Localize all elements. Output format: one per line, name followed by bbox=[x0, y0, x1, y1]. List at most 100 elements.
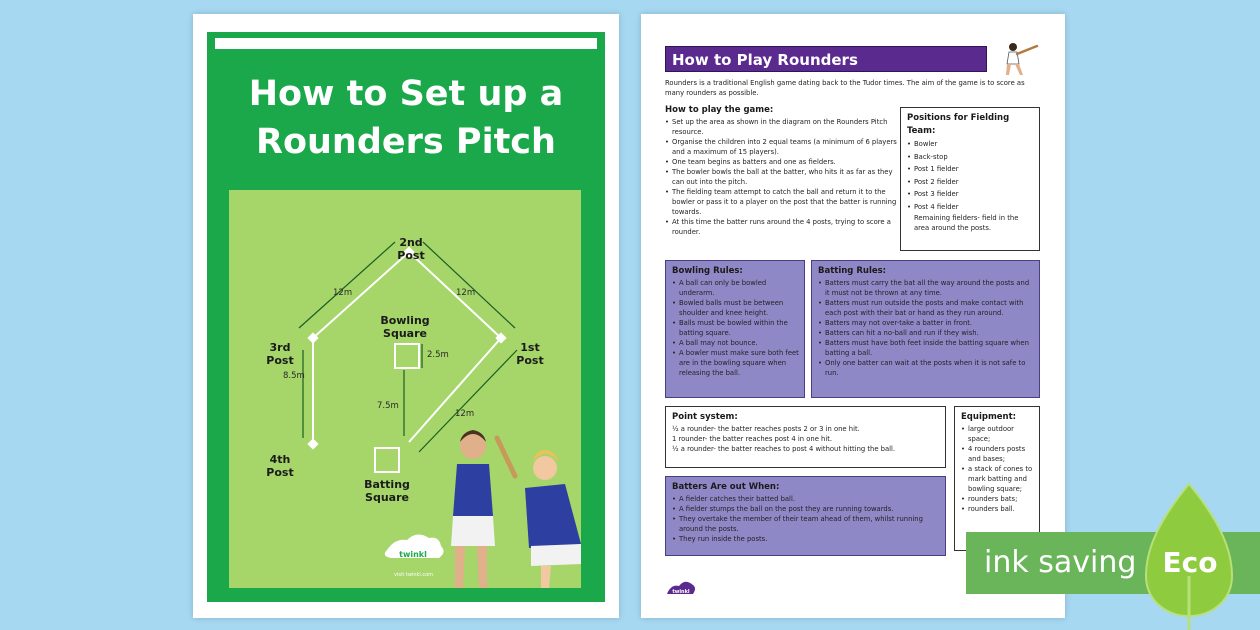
out-when-list: A fielder catches their batted ball. A f… bbox=[672, 494, 940, 544]
list-item: Batters must run outside the posts and m… bbox=[818, 298, 1034, 318]
twinkl-url: visit twinkl.com bbox=[394, 572, 434, 578]
bowling-rules-content: Bowling Rules: A ball can only be bowled… bbox=[672, 265, 799, 378]
out-when-heading: Batters Are out When: bbox=[672, 482, 780, 492]
dim-bowl-square: 2.5m bbox=[427, 350, 449, 360]
list-item: A ball can only be bowled underarm. bbox=[672, 278, 799, 298]
list-item: A fielder catches their batted ball. bbox=[672, 494, 940, 504]
equipment-box: Equipment: large outdoor space; 4 rounde… bbox=[954, 406, 1040, 551]
how-to-play-heading: How to play the game: bbox=[665, 105, 774, 115]
list-item: Post 4 fielder bbox=[907, 201, 1034, 214]
equipment-list: large outdoor space; 4 rounders posts an… bbox=[961, 424, 1036, 514]
bowling-rules-box: Bowling Rules: A ball can only be bowled… bbox=[665, 260, 805, 398]
batting-rules-content: Batting Rules: Batters must carry the ba… bbox=[818, 265, 1034, 378]
ink-saving-label: ink saving bbox=[984, 545, 1137, 580]
list-item: Post 2 fielder bbox=[907, 176, 1034, 189]
dim-3-2: 12m bbox=[333, 288, 353, 298]
list-item: Only one batter can wait at the posts wh… bbox=[818, 358, 1034, 378]
pitch-diagram: twinkl 2nd Post 1st Post 3rd Post 4th Po… bbox=[229, 190, 581, 588]
bowling-square-line-2: Square bbox=[383, 327, 427, 340]
path-3-to-2 bbox=[312, 251, 410, 339]
bowling-rules-heading: Bowling Rules: bbox=[672, 266, 743, 276]
list-item: Batters must have both feet inside the b… bbox=[818, 338, 1034, 358]
list-item: Post 1 fielder bbox=[907, 163, 1034, 176]
post-1-marker bbox=[495, 332, 507, 344]
label-post-3: 3rd Post bbox=[266, 341, 294, 367]
bowling-square-line-1: Bowling bbox=[380, 314, 430, 327]
twinkl-logo: twinkl bbox=[384, 534, 444, 559]
batter-icon bbox=[1006, 43, 1039, 75]
list-item: rounders bats; bbox=[961, 494, 1036, 504]
rules-title: How to Play Rounders bbox=[665, 46, 987, 72]
list-item: Organise the children into 2 equal teams… bbox=[665, 137, 897, 157]
bowling-rules-list: A ball can only be bowled underarm. Bowl… bbox=[672, 278, 799, 378]
dim-line-2-1 bbox=[422, 241, 516, 329]
batting-rules-list: Batters must carry the bat all the way a… bbox=[818, 278, 1034, 378]
positions-heading: Positions for Fielding Team: bbox=[907, 113, 1010, 136]
positions-list: Bowler Back-stop Post 1 fielder Post 2 f… bbox=[907, 138, 1034, 213]
out-when-content: Batters Are out When: A fielder catches … bbox=[672, 481, 940, 544]
list-item: Post 3 fielder bbox=[907, 188, 1034, 201]
equipment-content: Equipment: large outdoor space; 4 rounde… bbox=[961, 411, 1036, 514]
list-item: The fielding team attempt to catch the b… bbox=[665, 187, 897, 217]
label-bowling-square: Bowling Square bbox=[375, 314, 435, 340]
dim-1-bat: 12m bbox=[455, 409, 475, 419]
label-post-1: 1st Post bbox=[516, 341, 544, 367]
list-item: They run inside the posts. bbox=[672, 534, 940, 544]
list-item: a stack of cones to mark batting and bow… bbox=[961, 464, 1036, 494]
list-item: A ball may not bounce. bbox=[672, 338, 799, 348]
how-to-play-section: How to play the game: Set up the area as… bbox=[665, 104, 897, 237]
list-item: Bowler bbox=[907, 138, 1034, 151]
positions-content: Positions for Fielding Team: Bowler Back… bbox=[907, 112, 1034, 233]
path-2-to-1 bbox=[408, 251, 502, 339]
post-4-marker bbox=[307, 438, 319, 450]
dim-2-1: 12m bbox=[456, 288, 476, 298]
twinkl-footer-text: twinkl bbox=[672, 589, 690, 595]
list-item: large outdoor space; bbox=[961, 424, 1036, 444]
pitch-lines: twinkl bbox=[298, 241, 581, 588]
batting-rules-box: Batting Rules: Batters must carry the ba… bbox=[811, 260, 1040, 398]
batting-square-line-2: Square bbox=[365, 491, 409, 504]
leaf-icon bbox=[1144, 482, 1234, 630]
list-item: A bowler must make sure both feet are in… bbox=[672, 348, 799, 378]
cover-top-bar bbox=[215, 38, 597, 49]
positions-box: Positions for Fielding Team: Bowler Back… bbox=[900, 107, 1040, 251]
list-item: Set up the area as shown in the diagram … bbox=[665, 117, 897, 137]
list-item: At this time the batter runs around the … bbox=[665, 217, 897, 237]
list-item: rounders ball. bbox=[961, 504, 1036, 514]
players-illustration bbox=[451, 430, 581, 588]
positions-note: Remaining fielders- field in the area ar… bbox=[914, 214, 1019, 232]
batting-rules-heading: Batting Rules: bbox=[818, 266, 887, 276]
rules-page: How to Play Rounders Rounders is a tradi… bbox=[641, 14, 1065, 618]
dim-line-3-2 bbox=[298, 241, 396, 329]
cover-title: How to Set up a Rounders Pitch bbox=[209, 70, 603, 166]
path-1-to-batting bbox=[408, 337, 502, 443]
svg-text:twinkl: twinkl bbox=[399, 550, 427, 559]
list-item: They overtake the member of their team a… bbox=[672, 514, 940, 534]
point-system-box: Point system: ½ a rounder- the batter re… bbox=[665, 406, 946, 468]
dim-bowl-bat: 7.5m bbox=[377, 401, 399, 411]
dim-line-1-bat bbox=[418, 349, 518, 453]
batting-square bbox=[374, 447, 400, 473]
intro-text: Rounders is a traditional English game d… bbox=[665, 79, 1025, 97]
twinkl-footer-logo: twinkl bbox=[667, 581, 695, 595]
point-line: ½ a rounder- the batter reaches posts 2 … bbox=[672, 425, 860, 433]
out-when-box: Batters Are out When: A fielder catches … bbox=[665, 476, 946, 556]
equipment-heading: Equipment: bbox=[961, 412, 1017, 422]
list-item: The bowler bowls the ball at the batter,… bbox=[665, 167, 897, 187]
list-item: Balls must be bowled within the batting … bbox=[672, 318, 799, 338]
label-post-4: 4th Post bbox=[266, 453, 294, 479]
label-batting-square: Batting Square bbox=[357, 478, 417, 504]
cover-title-line-1: How to Set up a bbox=[248, 74, 564, 114]
point-system-heading: Point system: bbox=[672, 412, 738, 422]
cover-page: How to Set up a Rounders Pitch bbox=[193, 14, 619, 618]
point-line: 1 rounder- the batter reaches post 4 in … bbox=[672, 435, 833, 443]
cover-title-line-2: Rounders Pitch bbox=[256, 122, 556, 162]
list-item: One team begins as batters and one as fi… bbox=[665, 157, 897, 167]
list-item: 4 rounders posts and bases; bbox=[961, 444, 1036, 464]
list-item: Batters may not over-take a batter in fr… bbox=[818, 318, 1034, 328]
batting-square-line-1: Batting bbox=[364, 478, 410, 491]
bowling-square bbox=[394, 343, 420, 369]
label-post-2: 2nd Post bbox=[397, 236, 425, 262]
point-line: ½ a rounder- the batter reaches to post … bbox=[672, 445, 896, 453]
list-item: Bowled balls must be between shoulder an… bbox=[672, 298, 799, 318]
